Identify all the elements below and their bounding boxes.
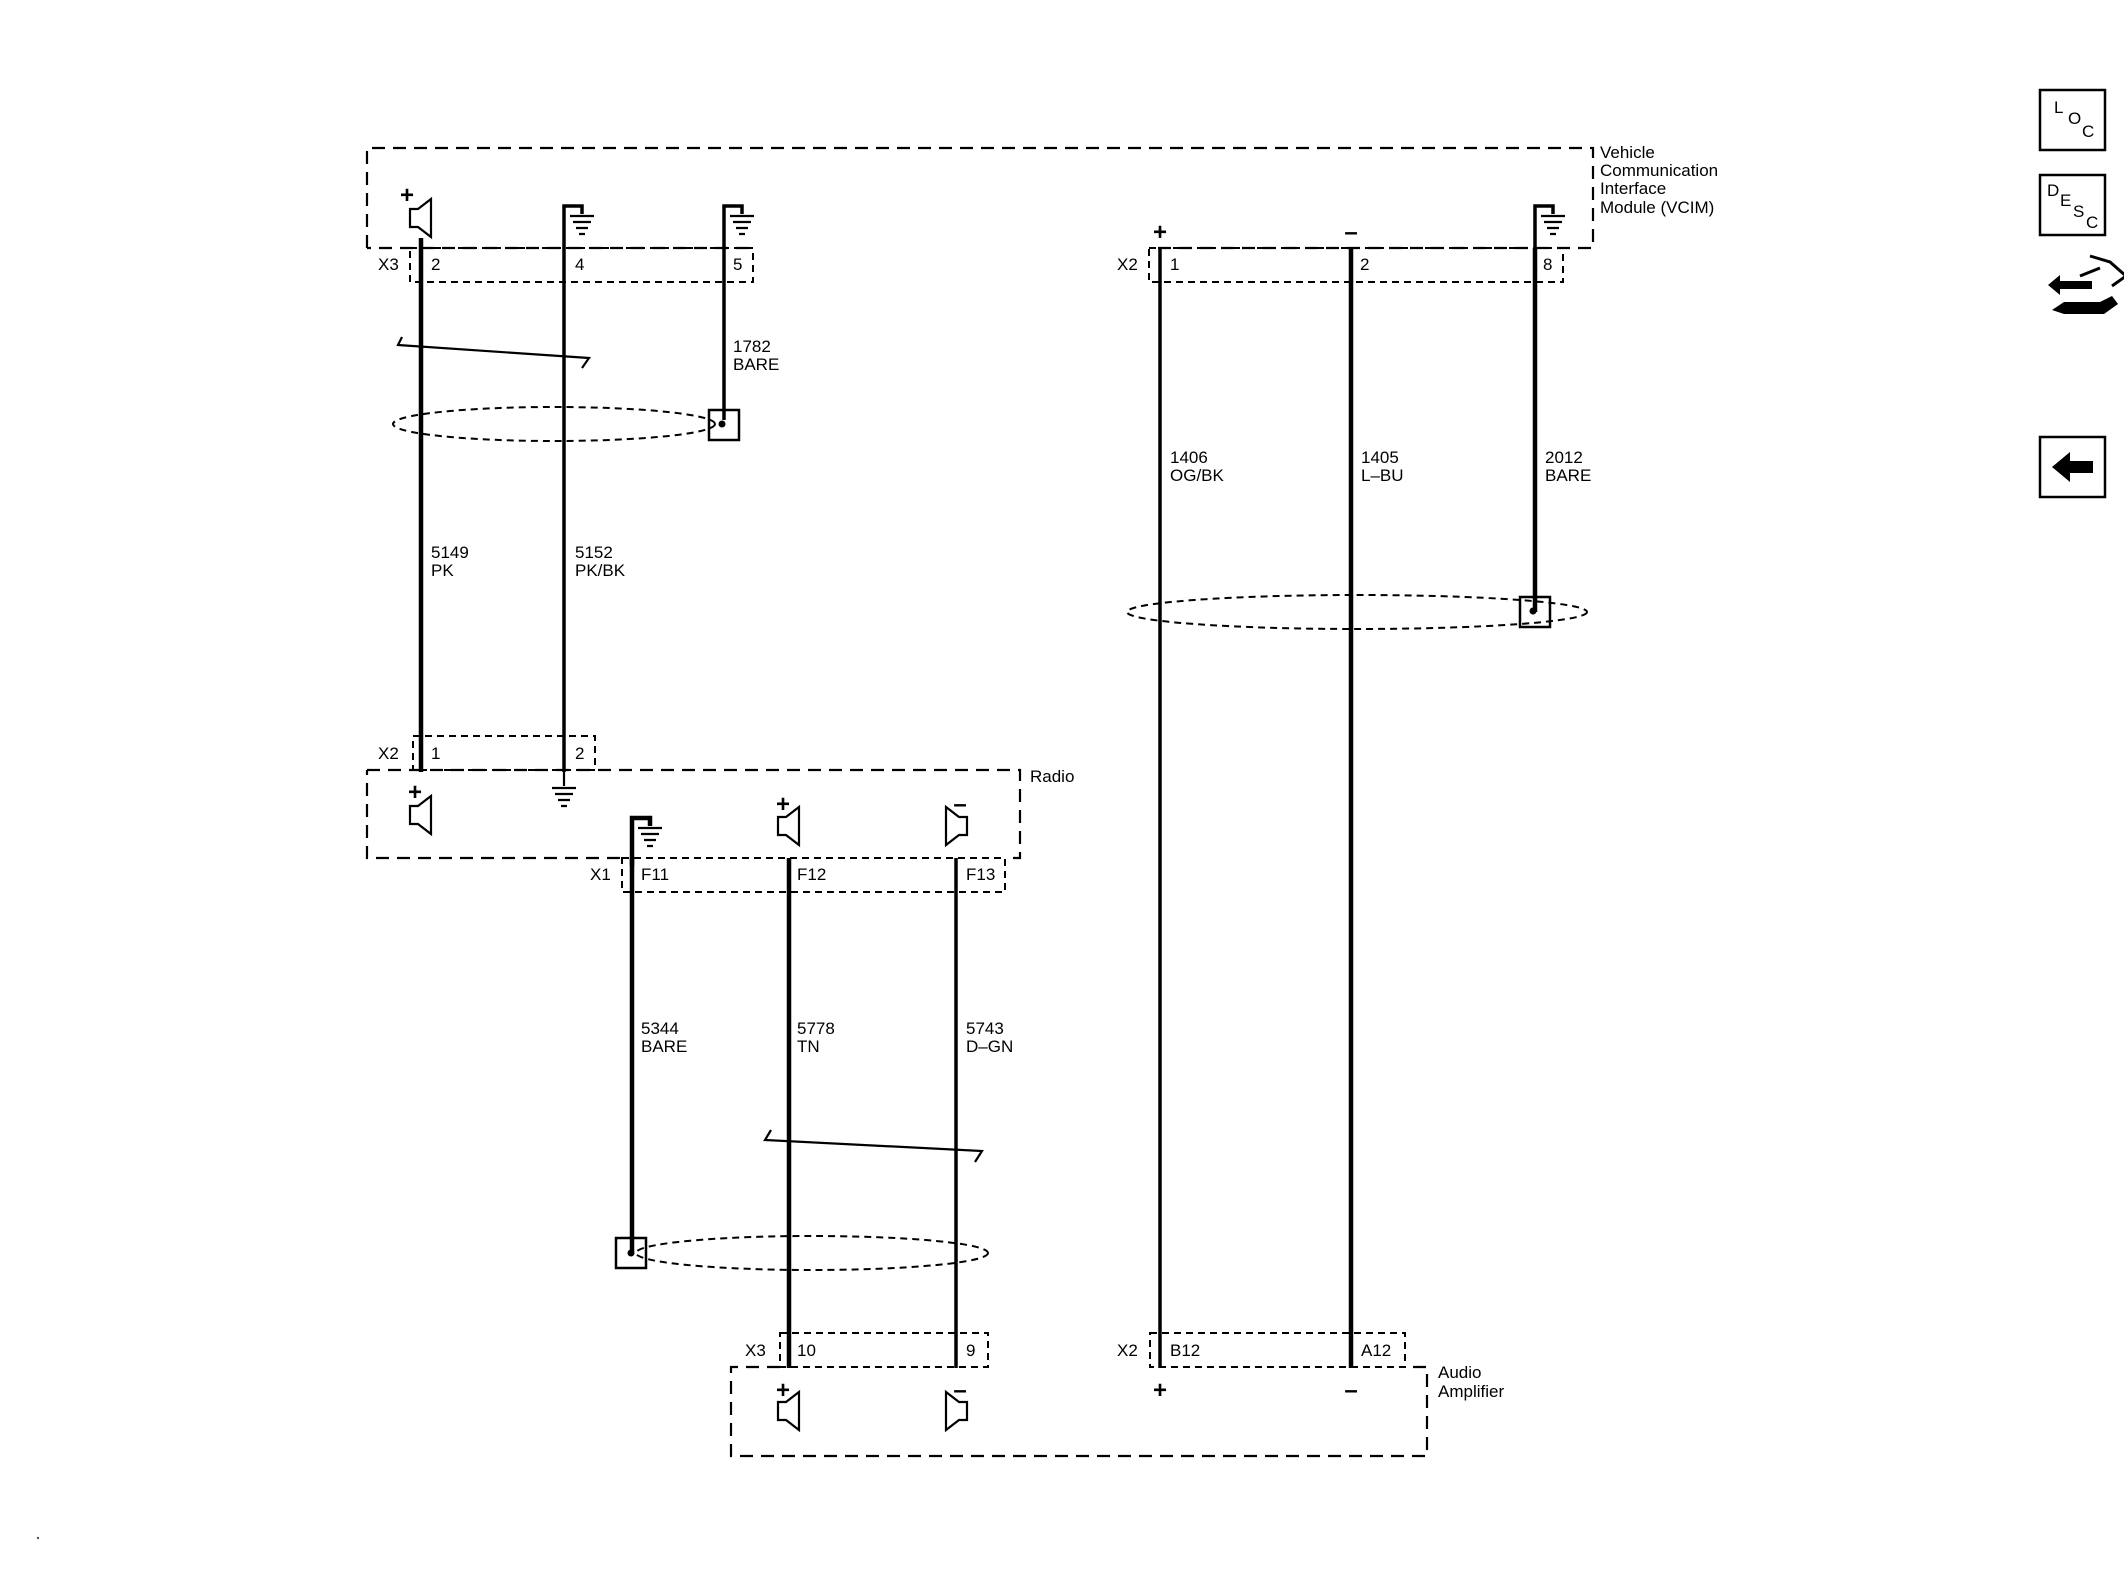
loc-button[interactable]: L O C: [2038, 88, 2107, 152]
vcim-x2-connector: X2 1 2 8: [1117, 247, 1564, 283]
wire-1405-circuit: 1405: [1361, 448, 1399, 467]
wire-5778-color: TN: [797, 1037, 820, 1056]
radio-x1-pin-f11: F11: [641, 865, 669, 884]
vcim-x2-pin-8: 8: [1543, 255, 1552, 274]
vcim-x3-id: X3: [378, 255, 399, 274]
wire-5743-circuit: 5743: [966, 1019, 1004, 1038]
svg-text:+: +: [776, 791, 790, 818]
radio-ground-f11: [629, 815, 662, 866]
vcim-x3-pin-4: 4: [575, 255, 584, 274]
back-arrow-icon: [2052, 452, 2093, 482]
loc-letter-l: L: [2054, 98, 2063, 117]
amp-x3-pin-9: 9: [966, 1341, 975, 1360]
amp-name-line-2: Amplifier: [1438, 1382, 1504, 1401]
wire-2012-color: BARE: [1545, 466, 1591, 485]
wire-5152-circuit: 5152: [575, 543, 613, 562]
desc-letter-d: D: [2047, 181, 2059, 200]
vcim-name-line-3: Interface: [1600, 179, 1666, 198]
radio-module: Radio: [365, 767, 1074, 860]
desc-letter-s: S: [2073, 202, 2084, 221]
vcim-ground-8: [1533, 204, 1565, 248]
amp-x3-connector: X3 10 9: [745, 1332, 989, 1368]
shield-drain-2: [1126, 594, 1588, 630]
wire-5149-circuit: 5149: [431, 543, 469, 562]
wire-5149-color: PK: [431, 561, 454, 580]
wire-5152-color: PK/BK: [575, 561, 626, 580]
radio-x1-pin-f12: F12: [797, 865, 826, 884]
desc-letter-e: E: [2060, 191, 2071, 210]
shield-drain-splice-3: [614, 1236, 648, 1270]
amp-speaker-plus: +: [776, 1377, 801, 1432]
radio-name: Radio: [1030, 767, 1074, 786]
loc-letter-o: O: [2068, 109, 2081, 128]
twisted-pair-mark: [396, 336, 592, 369]
wire-1406-circuit: 1406: [1170, 448, 1208, 467]
wire-5344-circuit: 5344: [641, 1019, 679, 1038]
wire-1782-circuit: 1782: [733, 337, 771, 356]
twisted-pair-mark-2: [763, 1129, 984, 1163]
amp-x2-connector: X2 B12 A12: [1117, 1332, 1406, 1368]
radio-speaker-plus: +: [408, 779, 433, 836]
vcim-x2-1-plus: +: [1153, 219, 1167, 246]
wire-5344-color: BARE: [641, 1037, 687, 1056]
radio-ground-2: [552, 772, 576, 808]
vcim-x2-2-minus: –: [1344, 219, 1357, 246]
vcim-x3-connector: X3 2 4 5: [378, 247, 754, 283]
vcim-x2-pin-1: 1: [1170, 255, 1179, 274]
amp-a12-minus: –: [1344, 1377, 1357, 1404]
svg-text:–: –: [953, 1377, 966, 1404]
vcim-speaker-plus: +: [400, 182, 433, 248]
wire-1782-color: BARE: [733, 355, 779, 374]
vcim-x3-pin-5: 5: [733, 255, 742, 274]
amp-x2-pin-b12: B12: [1170, 1341, 1200, 1360]
amp-speaker-minus: –: [944, 1377, 969, 1432]
amp-x2-pin-a12: A12: [1361, 1341, 1391, 1360]
plus-sign: +: [400, 182, 414, 209]
vcim-x3-pin-2: 2: [431, 255, 440, 274]
vcim-x2-pin-2: 2: [1360, 255, 1369, 274]
amp-b12-plus: +: [1153, 1377, 1167, 1404]
radio-speaker-f13: –: [944, 791, 969, 847]
svg-text:–: –: [953, 791, 966, 818]
amp-module: Audio Amplifier: [729, 1363, 1504, 1458]
wire-1405-color: L–BU: [1361, 466, 1404, 485]
desc-letter-c: C: [2086, 213, 2098, 232]
radio-x2-id: X2: [378, 744, 399, 763]
radio-speaker-f12: +: [776, 791, 801, 847]
radio-x1-connector: X1 F11 F12 F13: [590, 857, 1006, 893]
radio-x2-pin-1: 1: [431, 744, 440, 763]
radio-x1-pin-f13: F13: [966, 865, 995, 884]
shield-drain-splice-2: [1518, 595, 1552, 629]
amp-name-line-1: Audio: [1438, 1363, 1481, 1382]
loc-letter-c: C: [2082, 122, 2094, 141]
shield-drain-splice: [707, 408, 741, 442]
vcim-ground-4: [562, 204, 594, 248]
vcim-module: Vehicle Communication Interface Module (…: [365, 143, 1718, 250]
radio-x1-id: X1: [590, 865, 611, 884]
vcim-name-line-2: Communication: [1600, 161, 1718, 180]
wire-2012-circuit: 2012: [1545, 448, 1583, 467]
shield-drain: [392, 406, 716, 442]
amp-x3-pin-10: 10: [797, 1341, 816, 1360]
wire-5778-circuit: 5778: [797, 1019, 835, 1038]
svg-text:+: +: [408, 779, 422, 806]
connector-end-view-icon[interactable]: [2048, 254, 2124, 314]
wire-1406-color: OG/BK: [1170, 466, 1225, 485]
amp-x2-id: X2: [1117, 1341, 1138, 1360]
back-arrow-button[interactable]: [2038, 435, 2107, 499]
vcim-x2-id: X2: [1117, 255, 1138, 274]
svg-text:+: +: [776, 1377, 790, 1404]
vcim-ground-5: [722, 204, 754, 248]
radio-x2-pin-2: 2: [575, 744, 584, 763]
wire-5743-color: D–GN: [966, 1037, 1013, 1056]
desc-button[interactable]: D E S C: [2038, 173, 2107, 237]
amp-x3-id: X3: [745, 1341, 766, 1360]
vcim-name-line-4: Module (VCIM): [1600, 198, 1714, 217]
vcim-name-line-1: Vehicle: [1600, 143, 1655, 162]
shield-drain-3: [635, 1235, 989, 1271]
